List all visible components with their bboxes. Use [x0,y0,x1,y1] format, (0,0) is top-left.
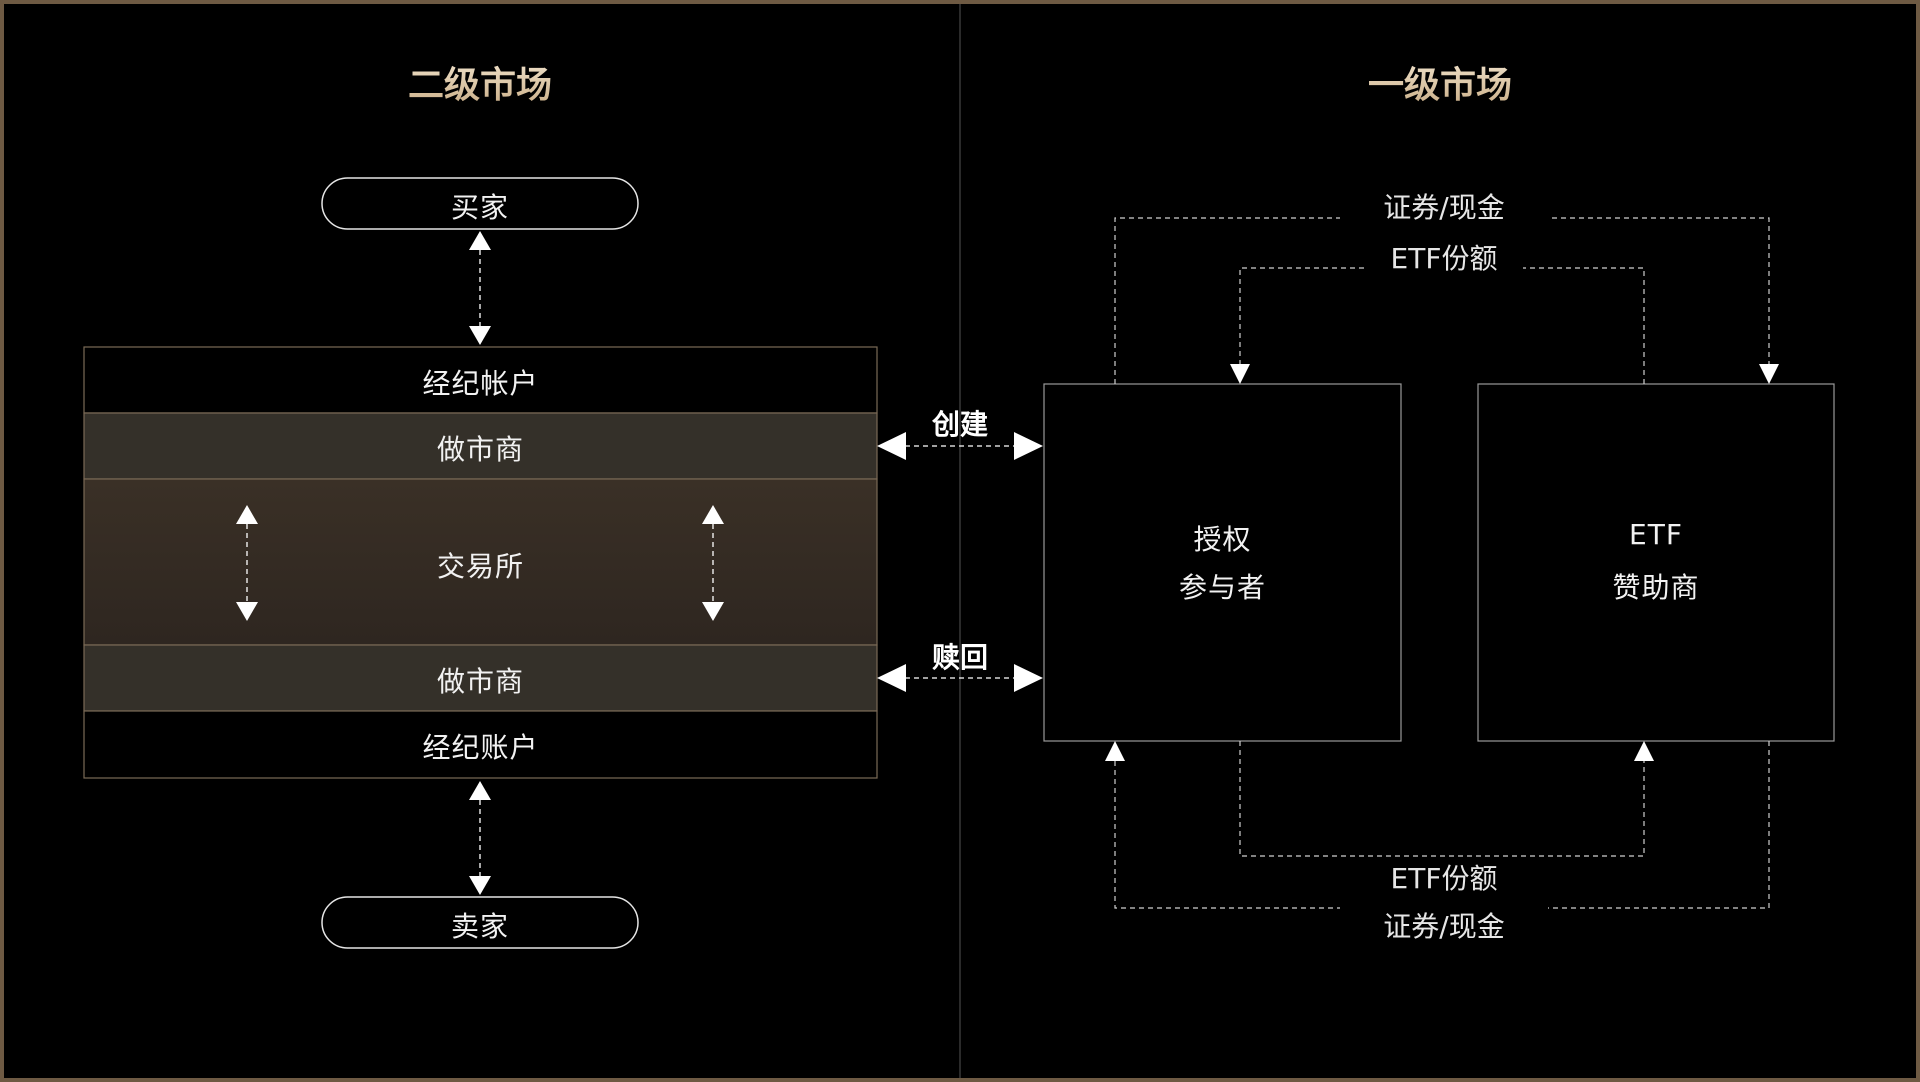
primary-market-title: 一级市场 [1340,56,1540,108]
exchange-left-arrow [236,505,258,621]
etf-sponsor-line1: ETF [1629,518,1683,551]
buyer-broker-arrow [469,231,491,345]
exchange-right-arrow [702,505,724,621]
buyer-pill [321,177,639,230]
top-inner-flow-label: ETF份额 [1365,237,1523,277]
bottom-outer-flow [1105,741,1770,909]
create-label: 创建 [931,408,988,441]
exchange-label: 交易所 [436,550,524,583]
market-maker-top-label: 做市商 [436,433,524,466]
etf-sponsor-line2: 赞助商 [1612,571,1700,604]
redeem-arrow [877,664,1043,692]
authorized-participant-line2: 参与者 [1178,571,1266,604]
market-maker-bottom-layer [83,644,878,712]
broker-top-label: 经纪帐户 [422,367,539,400]
create-arrow [877,432,1043,460]
bottom-inner-flow-label: ETF份额 [1365,857,1523,897]
seller-broker-arrow [469,781,491,895]
broker-top-layer [83,346,878,414]
market-maker-bottom-label: 做市商 [436,665,524,698]
bottom-inner-flow [1239,741,1654,857]
authorized-participant-line1: 授权 [1193,523,1252,556]
exchange-layer [83,478,878,646]
secondary-market-title: 二级市场 [380,56,580,108]
broker-bottom-label: 经纪账户 [422,731,539,764]
secondary-market-stack [83,346,878,779]
broker-bottom-layer [83,710,878,779]
authorized-participant-box [1043,383,1402,742]
seller-label: 卖家 [450,910,509,943]
redeem-label: 赎回 [931,641,988,674]
seller-pill [321,896,639,949]
market-maker-top-layer [83,412,878,480]
top-inner-flow [1230,267,1645,384]
bottom-outer-flow-label: 证券/现金 [1340,905,1548,945]
top-outer-flow-label: 证券/现金 [1340,186,1548,226]
buyer-label: 买家 [450,191,509,224]
top-outer-flow [1114,217,1779,384]
etf-sponsor-box [1477,383,1835,742]
